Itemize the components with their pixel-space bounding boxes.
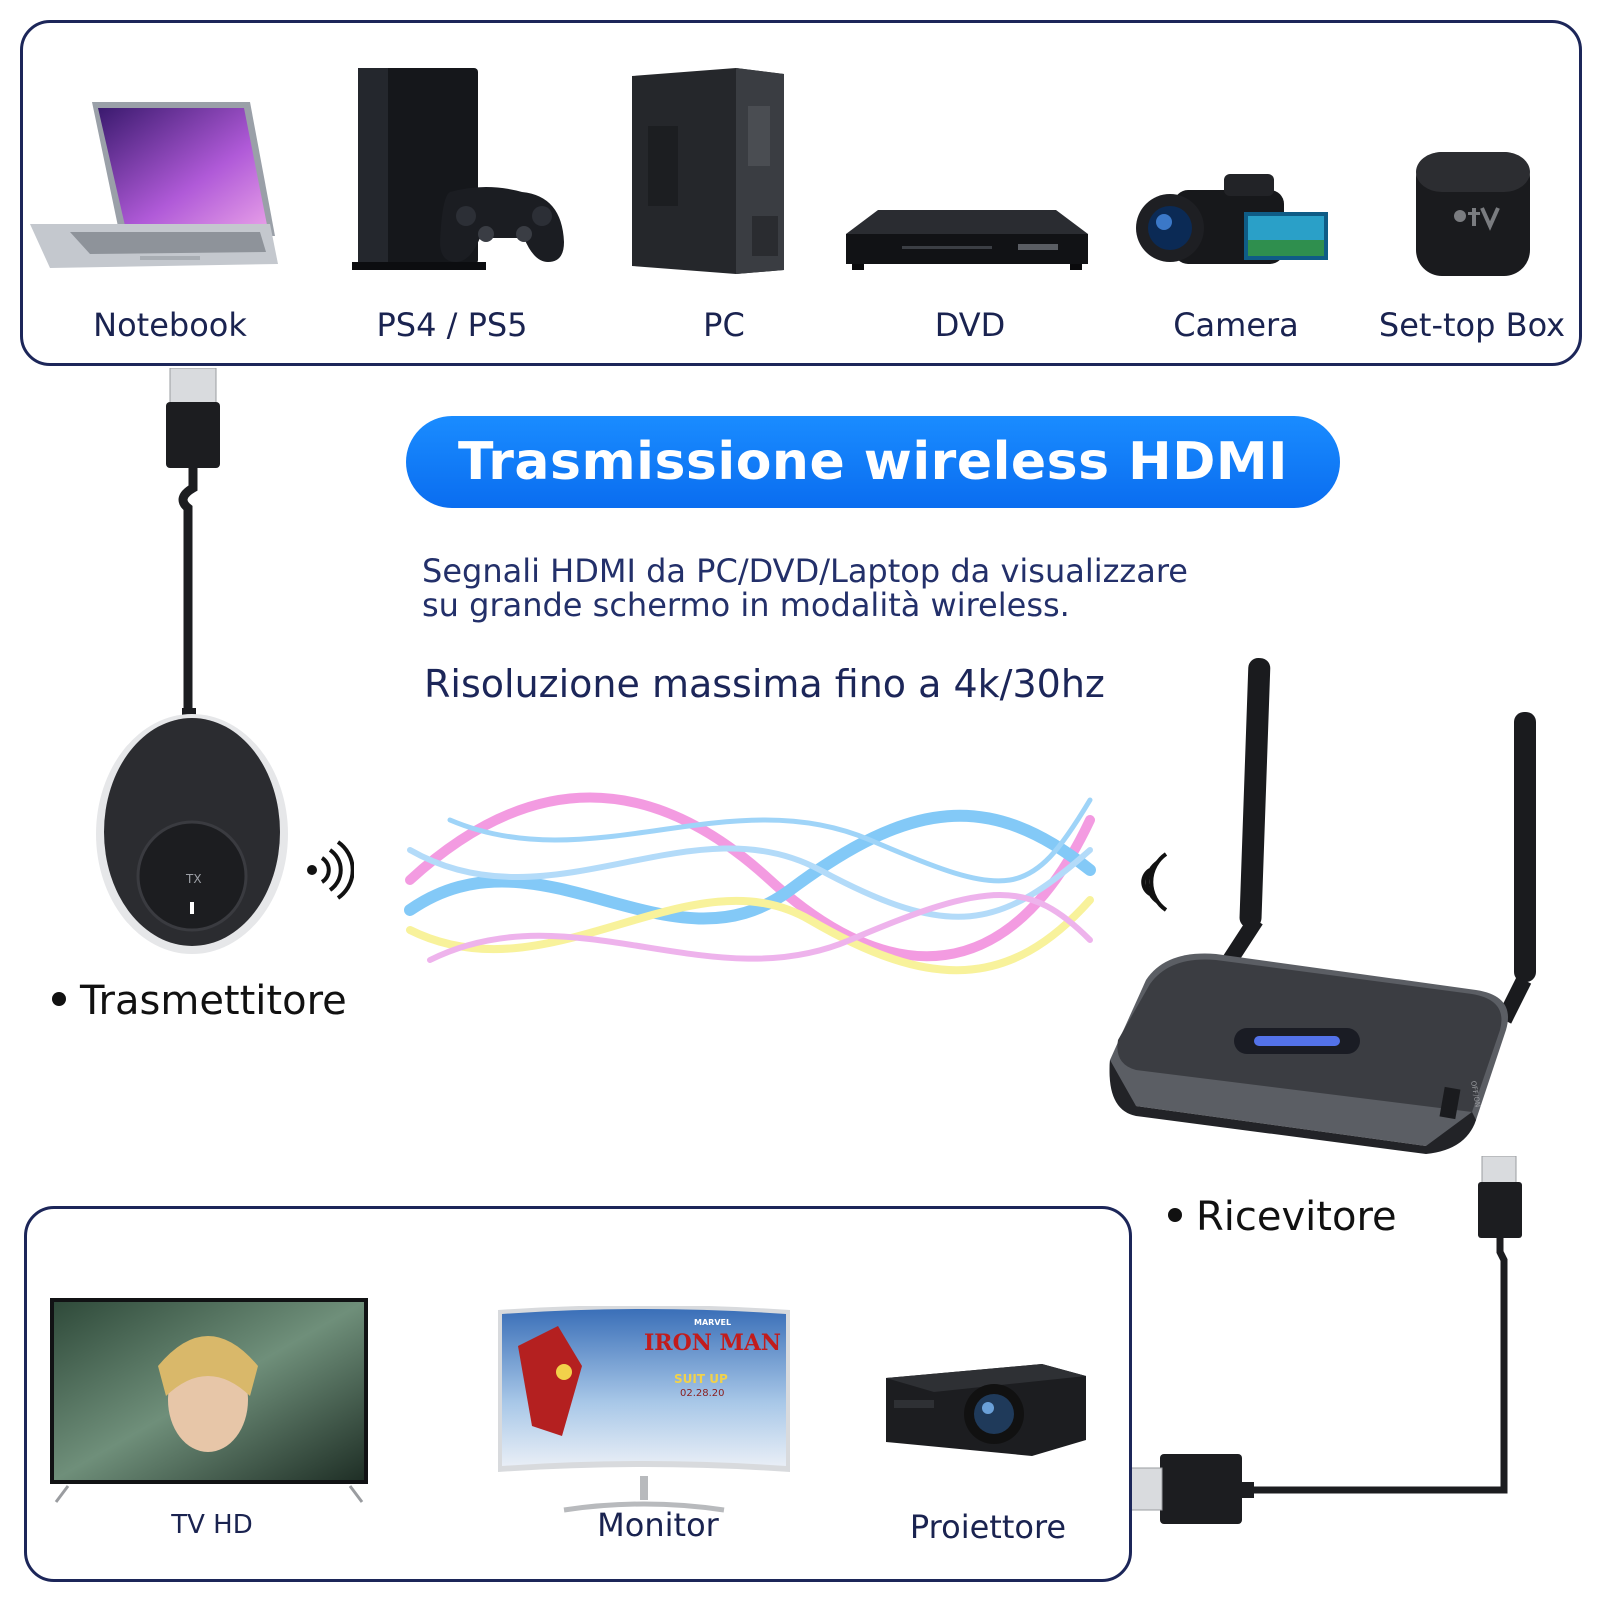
- receiver-device: OFF/ON: [1106, 650, 1556, 1180]
- display-tv: [48, 1296, 370, 1512]
- description-line-2: su grande schermo in modalità wireless.: [422, 586, 1070, 624]
- display-devices-panel: [24, 1206, 1132, 1582]
- display-projector: [882, 1360, 1088, 1460]
- desktop-tower-icon: [632, 68, 784, 274]
- source-label-pc: PC: [703, 306, 745, 344]
- source-label-settop: Set-top Box: [1378, 306, 1566, 344]
- source-label-console: PS4 / PS5: [376, 306, 528, 344]
- monitor-movie-text: IRON MAN: [644, 1330, 782, 1356]
- monitor-date-text: 02.28.20: [680, 1388, 725, 1399]
- transmitter-label: Trasmettitore: [52, 978, 347, 1024]
- monitor-slogan-text: SUIT UP: [674, 1372, 728, 1386]
- transmitter-device: TX: [96, 368, 296, 968]
- description: Segnali HDMI da PC/DVD/Laptop da visuali…: [422, 554, 1188, 622]
- source-label-dvd: DVD: [934, 306, 1006, 344]
- display-label-projector: Proiettore: [909, 1508, 1067, 1546]
- tv-icon: [50, 1298, 368, 1503]
- display-label-monitor: Monitor: [597, 1506, 719, 1544]
- laptop-icon: [30, 102, 278, 268]
- signal-out-icon: [307, 840, 354, 900]
- bullet-icon: [1168, 1208, 1182, 1222]
- receiver-box-icon: [1109, 658, 1536, 1154]
- transmitter-dongle-icon: [96, 368, 288, 954]
- bullet-icon: [52, 992, 66, 1006]
- source-notebook: [30, 96, 280, 276]
- dvd-player-icon: [846, 210, 1088, 270]
- hdmi-cable-graphic: [1130, 1156, 1522, 1524]
- monitor-brand-text: MARVEL: [694, 1318, 732, 1327]
- resolution-text: Risoluzione massima fino a 4k/30hz: [424, 662, 1105, 706]
- source-console: [346, 66, 572, 276]
- transmitter-label-text: Trasmettitore: [80, 978, 347, 1024]
- display-monitor: MARVEL IRON MAN SUIT UP 02.28.20: [494, 1306, 794, 1516]
- transmitter-badge: TX: [186, 872, 202, 886]
- game-console-icon: [352, 68, 564, 270]
- source-dvd: [842, 206, 1092, 276]
- description-line-1: Segnali HDMI da PC/DVD/Laptop da visuali…: [422, 552, 1188, 590]
- wireless-waves-graphic: [404, 792, 1096, 975]
- display-label-tv: TV HD: [171, 1510, 253, 1540]
- set-top-box-icon: [1416, 152, 1530, 276]
- source-settop: [1414, 150, 1532, 280]
- title-banner: Trasmissione wireless HDMI: [406, 416, 1340, 508]
- source-label-camera: Camera: [1173, 306, 1299, 344]
- receiver-label-text: Ricevitore: [1196, 1194, 1397, 1240]
- receiver-label: Ricevitore: [1168, 1194, 1397, 1240]
- source-camera: [1134, 170, 1330, 280]
- projector-icon: [886, 1364, 1086, 1456]
- source-devices-panel: [20, 20, 1582, 366]
- signal-in-icon: [1141, 852, 1168, 912]
- source-label-notebook: Notebook: [93, 306, 247, 344]
- source-pc: [626, 66, 790, 276]
- camcorder-icon: [1136, 174, 1328, 264]
- monitor-icon: [498, 1306, 790, 1513]
